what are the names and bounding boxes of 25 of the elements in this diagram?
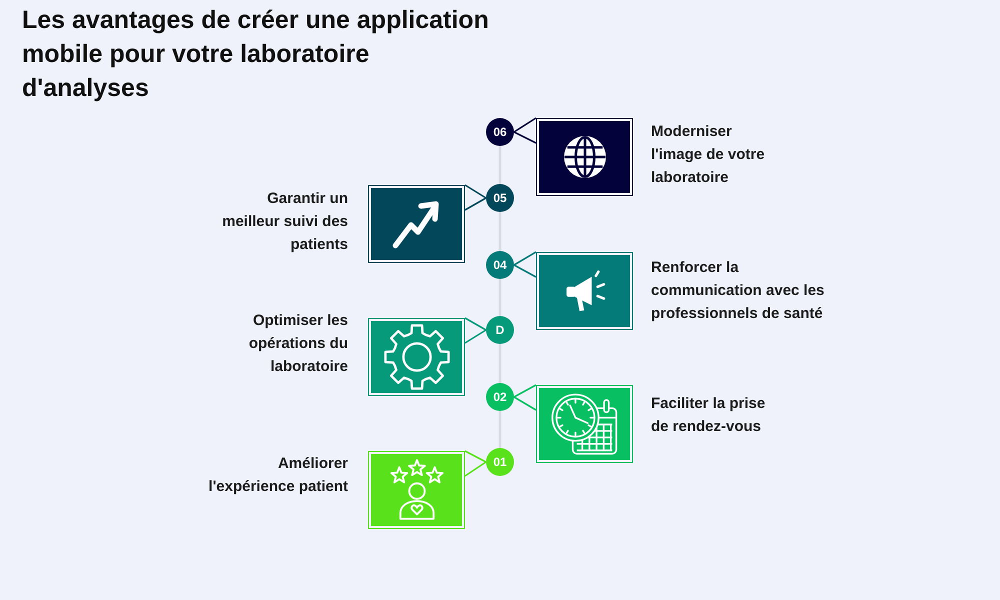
- step-circle: 02: [486, 383, 514, 411]
- benefit-text: Faciliter la prise de rendez-vous: [651, 394, 766, 437]
- callout-pointer: [464, 184, 487, 211]
- callout-pointer: [513, 251, 537, 278]
- callout-pointer: [513, 384, 537, 411]
- step-circle: 06: [486, 118, 514, 146]
- step-circle: D: [486, 316, 514, 344]
- step-circle: 01: [486, 448, 514, 476]
- icon-tile: [536, 385, 633, 463]
- icon-tile: [368, 318, 465, 396]
- callout-pointer: [464, 317, 487, 344]
- icon-tile: [536, 252, 633, 330]
- benefit-text: Garantir un meilleur suivi des patients: [221, 189, 348, 255]
- callout-pointer: [513, 117, 537, 144]
- icon-tile: [536, 118, 633, 196]
- benefit-text: Moderniser l'image de votre laboratoire: [651, 122, 766, 188]
- benefit-text: Améliorer l'expérience patient: [208, 454, 348, 497]
- page-title: Les avantages de créer une application mobile pour votre laboratoire d'analyses: [22, 5, 490, 104]
- step-circle: 04: [486, 251, 514, 279]
- icon-tile: [368, 451, 465, 529]
- step-circle: 05: [486, 184, 514, 212]
- benefit-text: Optimiser les opérations du laboratoire: [248, 311, 348, 377]
- callout-pointer: [464, 450, 487, 477]
- benefit-text: Renforcer la communication avec les professionnels de santé: [651, 258, 826, 324]
- icon-tile: [368, 185, 465, 263]
